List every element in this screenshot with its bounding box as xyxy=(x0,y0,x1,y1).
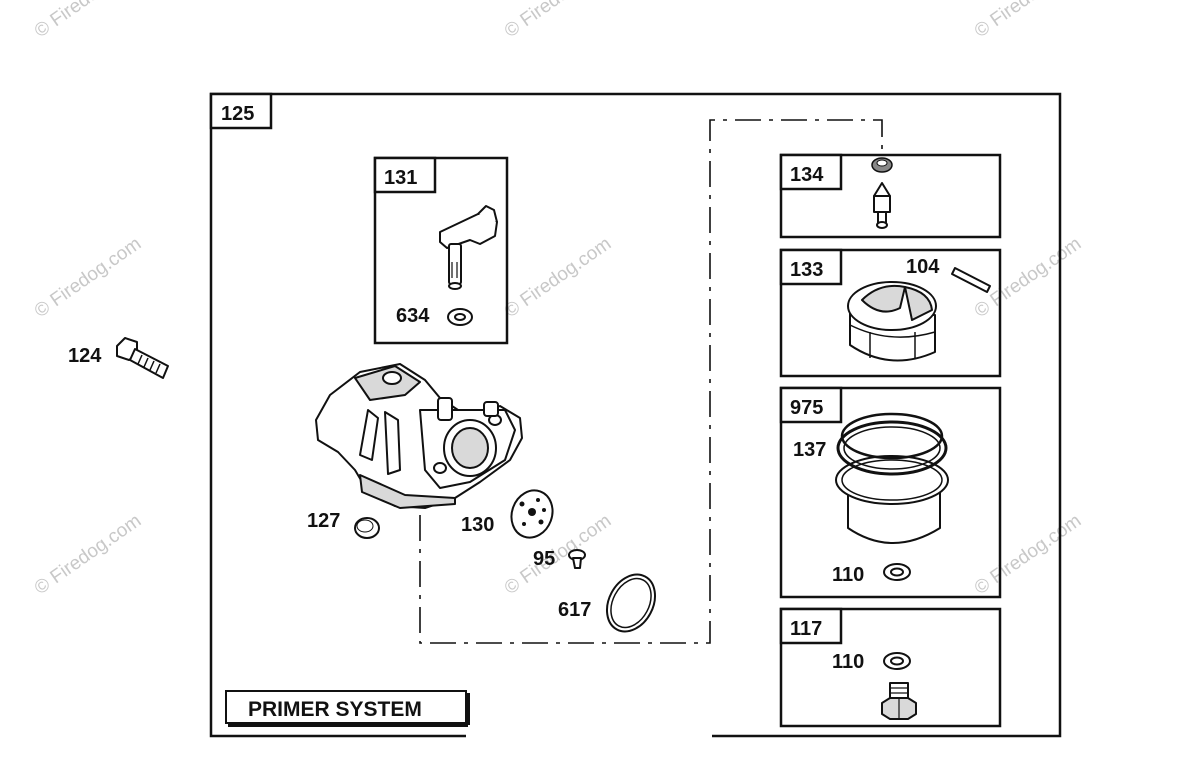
bolt-icon xyxy=(116,337,169,379)
welch-plug-icon xyxy=(354,517,380,539)
box-133[interactable]: 133 xyxy=(779,248,1002,378)
callout-124: 124 xyxy=(68,345,102,367)
box-117[interactable]: 117 xyxy=(779,607,1002,728)
leader-line xyxy=(419,119,883,644)
watermark: © Firedog.com xyxy=(501,0,615,42)
callout-127: 127 xyxy=(307,510,340,532)
box-label-133: 133 xyxy=(790,259,823,281)
main-assembly-frame xyxy=(209,92,1062,738)
callout-104: 104 xyxy=(906,256,940,278)
callout-110: 110 xyxy=(832,651,864,673)
section-title: PRIMER SYSTEM xyxy=(248,698,422,721)
watermark: © Firedog.com xyxy=(971,233,1085,322)
float-bowl-icon xyxy=(835,412,949,544)
callout-617: 617 xyxy=(558,599,591,621)
box-131[interactable]: 131 xyxy=(373,156,509,345)
watermark: © Firedog.com xyxy=(31,233,145,322)
gasket-plate-icon xyxy=(510,489,554,539)
washer-icon xyxy=(447,308,473,326)
float-needle-icon xyxy=(871,157,893,229)
washer-icon xyxy=(883,652,911,670)
box-label-117: 117 xyxy=(790,618,822,640)
watermark: © Firedog.com xyxy=(971,0,1085,42)
watermark: © Firedog.com xyxy=(31,510,145,599)
main-assembly-label: 125 xyxy=(221,103,254,125)
float-pin-icon xyxy=(951,267,991,293)
box-975[interactable]: 975 xyxy=(779,386,1002,599)
carburetor-icon xyxy=(315,363,523,509)
box-label-131: 131 xyxy=(384,167,417,189)
watermark: © Firedog.com xyxy=(31,0,145,42)
washer-icon xyxy=(883,563,911,581)
callout-95: 95 xyxy=(533,548,555,570)
bowl-nut-icon xyxy=(881,682,917,720)
callout-110: 110 xyxy=(832,564,864,586)
box-134[interactable]: 134 xyxy=(779,153,1002,239)
callout-137: 137 xyxy=(793,439,826,461)
watermark: © Firedog.com xyxy=(501,233,615,322)
o-ring-icon xyxy=(606,573,656,633)
box-label-134: 134 xyxy=(790,164,824,186)
box-label-975: 975 xyxy=(790,397,823,419)
watermark: © Firedog.com xyxy=(971,510,1085,599)
callout-634: 634 xyxy=(396,305,430,327)
screw-icon xyxy=(568,549,586,569)
main-assembly-tag xyxy=(209,92,273,130)
callout-130: 130 xyxy=(461,514,494,536)
primer-system-title-box: PRIMER SYSTEM xyxy=(225,690,470,727)
float-icon xyxy=(847,281,937,362)
primer-lever-icon xyxy=(439,205,498,290)
